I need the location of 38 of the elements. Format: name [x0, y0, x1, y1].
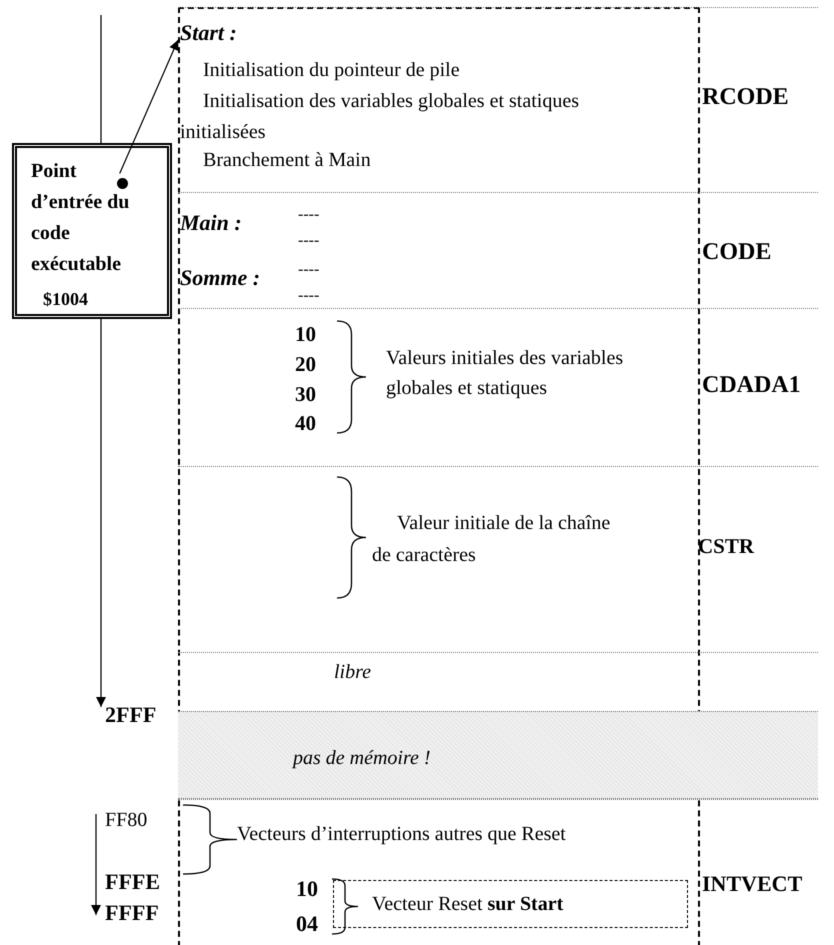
placeholder-dashes: ----: [298, 232, 320, 250]
address-label: FFFF: [105, 900, 159, 926]
unavailable-memory-band: [178, 711, 818, 799]
entry-dot: [117, 178, 128, 189]
segment-name: CODE: [702, 239, 772, 265]
placeholder-dashes: ----: [298, 206, 320, 224]
segment-name: RCODE: [702, 84, 789, 110]
instruction-text: Initialisation des variables globales et statiques initialisées: [180, 89, 580, 145]
description-text: Valeur initiale de la chaîne de caractères: [372, 511, 612, 568]
address-label: FF80: [105, 808, 148, 833]
entry-point-label: Point d’entrée du code exécutable: [31, 159, 130, 277]
data-value: 10: [296, 876, 318, 902]
data-value: 04: [296, 911, 318, 937]
code-label: Somme :: [180, 265, 260, 291]
address-label: 2FFF: [105, 702, 156, 728]
data-value: 20: [295, 351, 316, 377]
reset-vector-box: [333, 880, 688, 928]
segment-name: CSTR: [698, 533, 754, 559]
placeholder-dashes: ----: [298, 287, 320, 305]
address-label: FFFE: [105, 869, 160, 895]
address-label: $1004: [43, 288, 88, 311]
data-value: 10: [295, 321, 316, 347]
placeholder-dashes: ----: [298, 261, 320, 279]
code-label: Main :: [180, 210, 242, 236]
description-text: Valeurs initiales des variables globales et statiques: [386, 346, 624, 401]
instruction-text: Initialisation du pointeur de pile: [203, 58, 460, 83]
data-value: 40: [295, 410, 316, 436]
segment-name: CDADA1: [702, 372, 801, 398]
data-value: 30: [295, 381, 316, 407]
segment-note: libre: [334, 660, 372, 685]
segment-note: pas de mémoire !: [293, 746, 431, 771]
description-text: Vecteur Reset sur Start: [372, 892, 564, 917]
instruction-text: Branchement à Main: [203, 148, 371, 173]
entry-point-box: [12, 143, 172, 319]
description-text: Vecteurs d’interruptions autres que Reset: [237, 822, 566, 847]
code-label: Start :: [180, 20, 237, 46]
segment-name: INTVECT: [702, 871, 802, 897]
arrow: [119, 40, 179, 174]
